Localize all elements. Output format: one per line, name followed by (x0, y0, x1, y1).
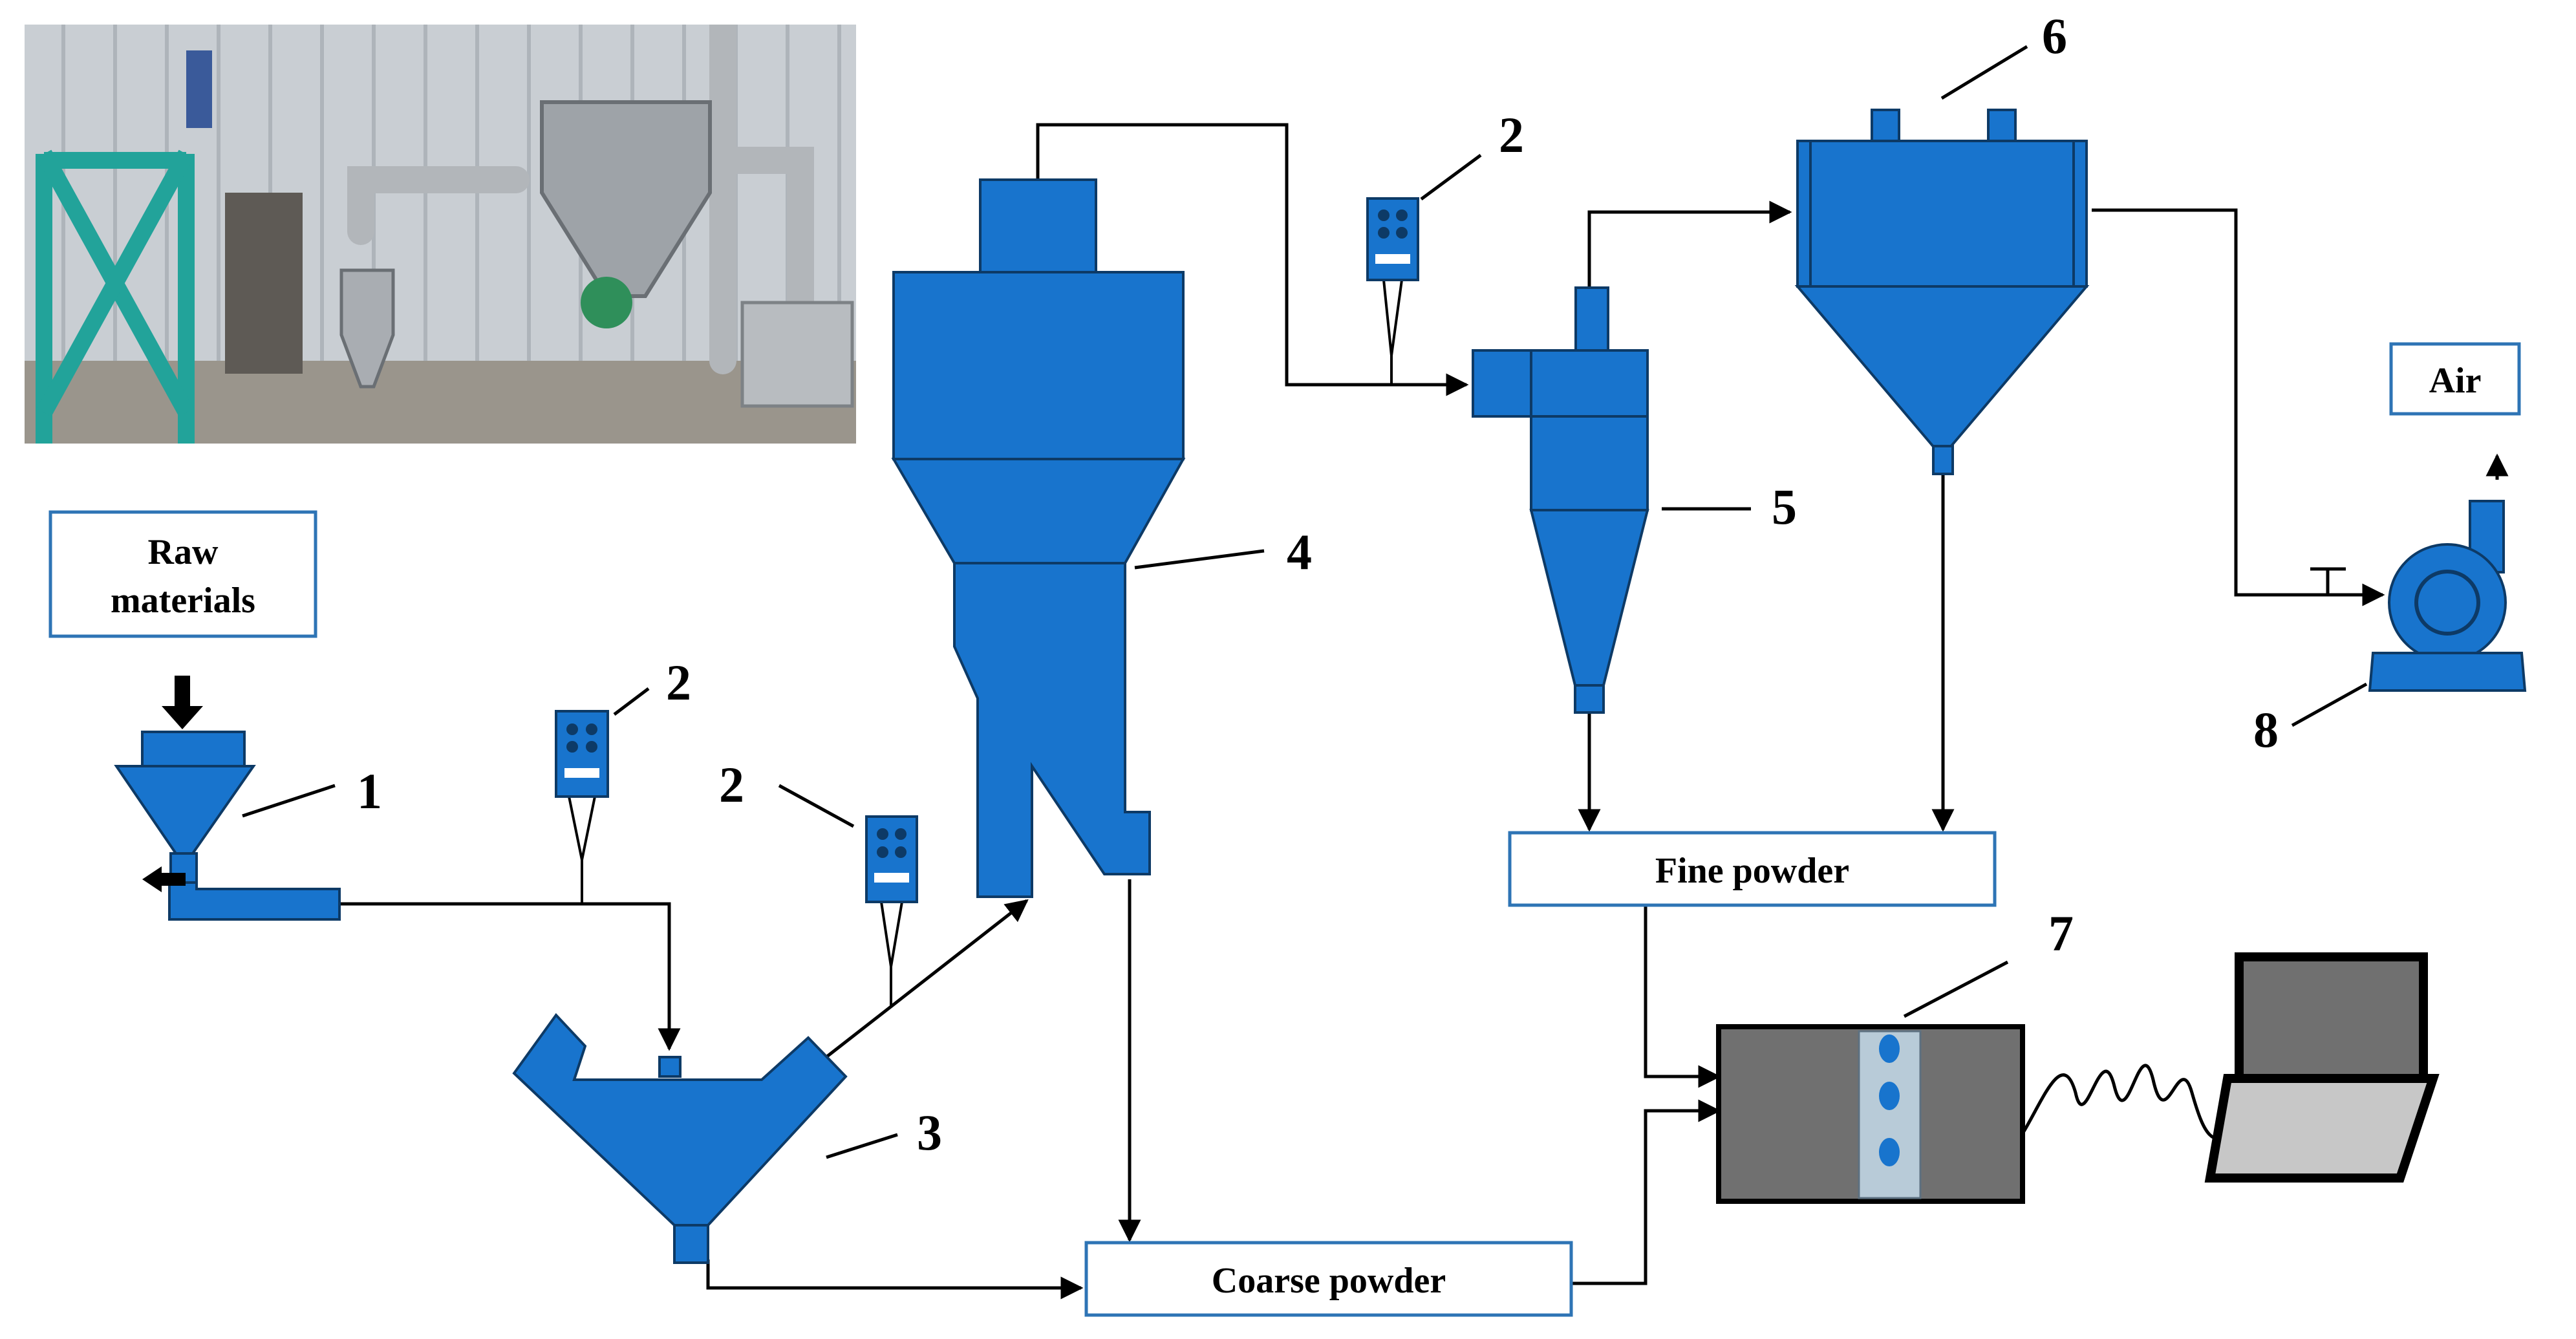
sensor-mill (865, 815, 918, 903)
equipment-details (1530, 141, 2075, 416)
sensor-feeder (555, 710, 609, 798)
classifier (891, 178, 1186, 898)
line-coarse-to-analyzer (1571, 1099, 1721, 1285)
label-boxes (48, 342, 2521, 1317)
analyzer-cable (2022, 1064, 2238, 1142)
sensor-wire-feeder (568, 796, 596, 861)
cyclone (1472, 286, 1649, 714)
feeder-hopper (114, 731, 341, 921)
sensor-wires (568, 279, 1403, 1007)
line-mill-to-classifier (817, 899, 1029, 1065)
number-2-mill: 2 (719, 756, 744, 813)
line-classifier-to-cyclone (1036, 123, 1469, 396)
sensor-wire-mill (880, 901, 903, 967)
equipment (114, 109, 2527, 1264)
fine-powder-box (1508, 831, 1997, 907)
line-mill-to-coarse (706, 1259, 1084, 1300)
flow-lines (339, 123, 2509, 1300)
air-label: Air (2429, 361, 2482, 401)
sensor-cyclone (1366, 197, 1419, 281)
line-fine-to-analyzer (1644, 906, 1721, 1088)
installation-photo (25, 25, 856, 444)
laptop (2204, 952, 2440, 1183)
raw-materials-box (48, 510, 317, 638)
line-feeder-to-mill (339, 902, 681, 1051)
number-5: 5 (1772, 478, 1797, 535)
line-cyclone-to-filter (1587, 200, 1792, 288)
sensor-wire-cyclone (1382, 279, 1403, 356)
coarse-powder-box (1084, 1241, 1573, 1317)
air-box (2389, 342, 2521, 416)
number-6: 6 (2042, 8, 2067, 64)
fine-powder-label: Fine powder (1655, 851, 1849, 891)
number-4: 4 (1287, 524, 1312, 580)
mill (512, 1012, 848, 1264)
number-7: 7 (2048, 905, 2074, 961)
coarse-powder-label: Coarse powder (1212, 1261, 1446, 1301)
number-8: 8 (2253, 702, 2279, 758)
leader-lines (242, 45, 2368, 1159)
number-3: 3 (917, 1104, 942, 1161)
raw-materials-input-arrow (162, 676, 203, 729)
fan (2368, 500, 2527, 692)
number-1: 1 (357, 763, 382, 819)
number-2-cyclone: 2 (1499, 107, 1524, 163)
raw-materials-label-line1: Raw (148, 532, 219, 572)
number-2-feeder: 2 (666, 654, 691, 711)
analyzer (1716, 1024, 2025, 1204)
raw-materials-label-line2: materials (111, 581, 255, 621)
installation-photo-drawing (25, 25, 856, 444)
sensor-group (555, 197, 1419, 903)
bag-filter (1794, 109, 2090, 475)
feeder-nozzle (142, 866, 186, 892)
line-filter-to-fan (2092, 208, 2385, 606)
